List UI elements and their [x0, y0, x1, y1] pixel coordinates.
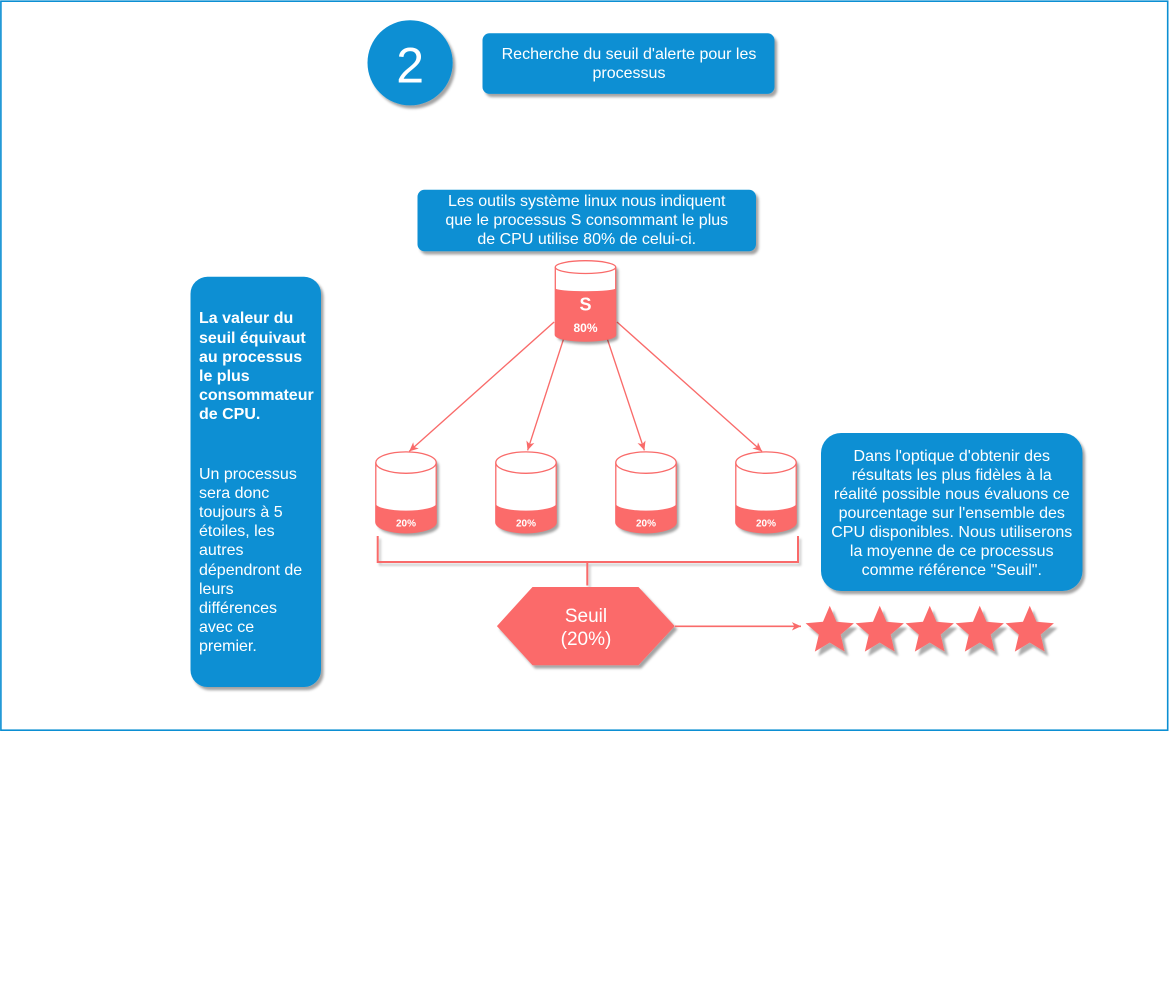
svg-text:2: 2	[396, 37, 424, 93]
svg-text:S: S	[579, 294, 591, 314]
svg-text:20%: 20%	[756, 519, 776, 530]
svg-text:20%: 20%	[396, 519, 416, 530]
svg-text:20%: 20%	[636, 519, 656, 530]
svg-text:80%: 80%	[573, 321, 597, 335]
svg-text:20%: 20%	[516, 519, 536, 530]
